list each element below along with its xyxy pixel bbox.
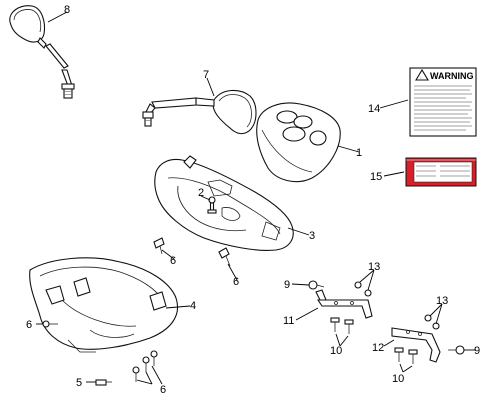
callout-numbers: 8 7 14 1 15 2 3 6 6 4 6 5 6 9 13 11 10 1…: [26, 4, 480, 396]
bolt-10-upper-a: [330, 317, 340, 332]
handlebar-rear-cover-part: [29, 257, 178, 353]
screw-6-upper-b: [218, 247, 231, 267]
callout-13-lower: 13: [436, 295, 448, 307]
callout-6-upper-right: 6: [233, 276, 239, 288]
leader-lines: [36, 11, 476, 385]
mirror-left-part: [9, 5, 75, 99]
bolt-10-lower-b: [408, 349, 418, 364]
bolt-10-lower-a: [394, 347, 404, 362]
handlebar-front-cover-part: [154, 155, 294, 251]
nut-13-upper-a: [354, 281, 362, 289]
screw-6-bottom-c: [150, 350, 158, 366]
bracket-12-part: [391, 327, 441, 363]
callout-9-upper: 9: [284, 279, 290, 291]
nut-13-lower-a: [424, 314, 432, 322]
nut-13-upper-b: [364, 289, 372, 297]
callout-3: 3: [309, 230, 315, 242]
callout-6-left: 6: [26, 319, 32, 331]
bolt-9-upper: [308, 280, 325, 290]
screw-6-upper-a: [153, 237, 165, 255]
callout-10-upper: 10: [330, 345, 342, 357]
warning-label-part: ! WARNING: [409, 67, 477, 137]
warning-title: WARNING: [430, 71, 474, 81]
callout-15: 15: [370, 171, 382, 183]
callout-1: 1: [356, 147, 362, 159]
screw-6-bottom-a: [132, 366, 140, 382]
callout-10-lower: 10: [392, 373, 404, 385]
svg-text:!: !: [421, 76, 422, 80]
callout-7: 7: [203, 69, 209, 81]
callout-2: 2: [198, 187, 204, 199]
meter-cover-part: [256, 102, 341, 183]
screw-5-part: [95, 379, 112, 386]
callout-6-upper-left: 6: [170, 255, 176, 267]
callout-12: 12: [372, 342, 384, 354]
callout-6-bottom: 6: [160, 384, 166, 396]
bolt-9-lower: [448, 345, 465, 355]
callout-5: 5: [76, 377, 82, 389]
mirror-right-part: [142, 89, 257, 135]
callout-14: 14: [368, 103, 380, 115]
bolt-10-upper-b: [344, 319, 354, 334]
callout-11: 11: [283, 315, 294, 327]
callout-4: 4: [190, 300, 196, 312]
callout-9-lower: 9: [474, 345, 480, 357]
bracket-11-part: [315, 289, 373, 319]
callout-8: 8: [64, 4, 70, 16]
screw-6-bottom-b: [142, 356, 150, 372]
callout-13-upper: 13: [368, 261, 380, 273]
spec-label-part: [405, 157, 477, 187]
